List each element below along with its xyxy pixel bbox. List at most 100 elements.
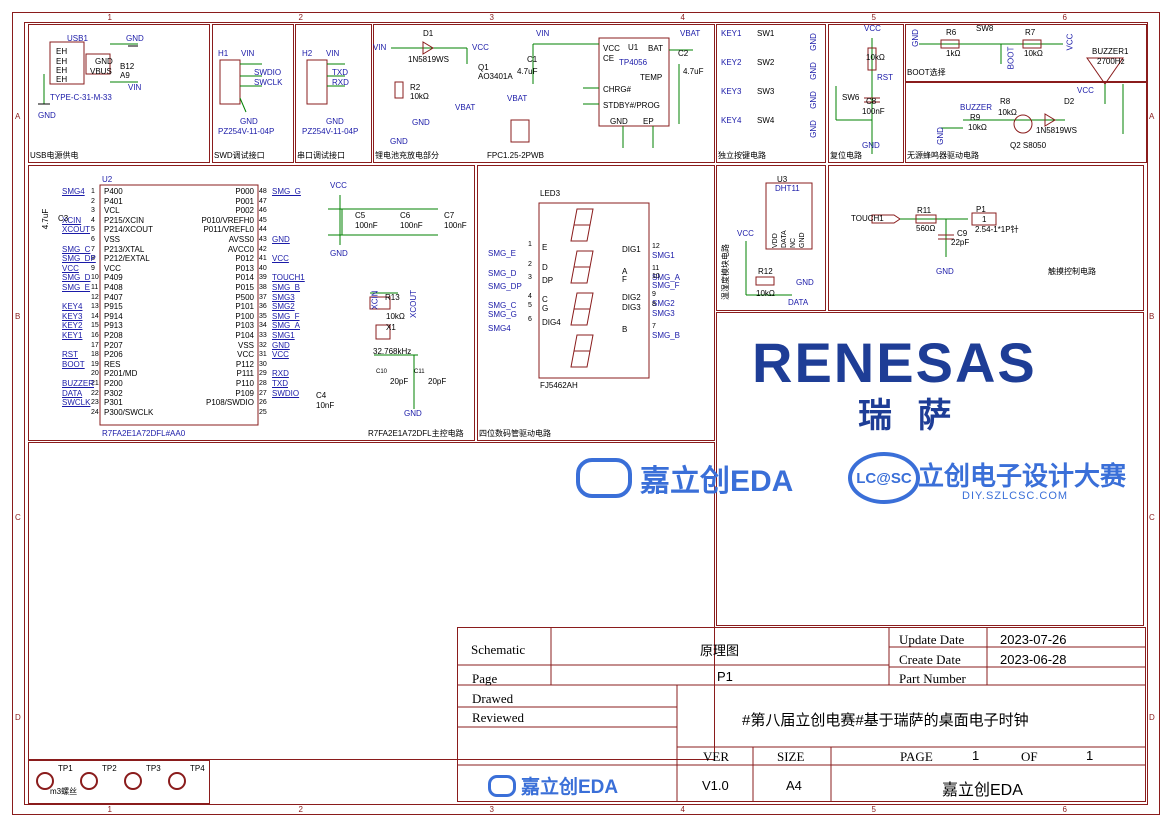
u1-pin-ce: CE — [603, 54, 615, 63]
u1-pin-chrg: CHRG# — [603, 85, 632, 94]
mcu-pin-number: 8 — [91, 255, 95, 263]
mcu-pin-name: VCC — [237, 350, 254, 360]
q1-ref: Q1 — [478, 63, 489, 72]
mcu-pin-net: SMG_E — [62, 283, 91, 292]
uart-part: PZ254V-11-04P — [302, 127, 359, 136]
mcu-pin-name: P014 — [235, 273, 254, 283]
mcu-pin-number: 38 — [259, 284, 267, 291]
sensor-pin: NC — [790, 237, 797, 248]
screw-icon — [124, 772, 142, 790]
r8-ref: R8 — [1000, 97, 1011, 106]
tb-part-label: Part Number — [899, 671, 966, 686]
ruler-col-bottom-1: 1 — [107, 805, 112, 814]
mcu-pin-name: P201/MD — [104, 369, 138, 379]
battery-schematic — [391, 37, 693, 148]
d1-ref: D1 — [423, 29, 434, 38]
mcu-pin-number: 36 — [259, 303, 267, 311]
block-usb — [28, 24, 210, 163]
mcu-pin-number: 17 — [91, 341, 99, 349]
ruler-col-bottom-4: 4 — [680, 805, 685, 814]
c10-ref: C10 — [376, 369, 388, 375]
display-pin-name: D — [542, 263, 548, 272]
r2-ref: R2 — [410, 83, 421, 92]
u1-pin-gnd: GND — [610, 117, 628, 126]
mcu-pin-name: P109 — [235, 388, 254, 398]
tb-reviewed-label: Reviewed — [472, 710, 524, 725]
mcu-pin-name: P103 — [235, 321, 254, 331]
usb-a9-pin: A9 — [120, 71, 130, 80]
mcu-pin-net: SMG_C — [62, 244, 91, 254]
mcu-pin-name: P302 — [104, 388, 123, 398]
battery-title: 锂电池充放电部分 — [375, 151, 439, 160]
lcsc-logo: LC@SC — [848, 452, 920, 504]
mcu-pin-name: P407 — [104, 292, 123, 302]
mcu-pin-name: P301 — [104, 398, 123, 408]
mcu-pin-net: RXD — [272, 369, 289, 379]
mcu-pin-name: P108/SWDIO — [205, 398, 254, 408]
testpoint-ref: TP2 — [102, 764, 117, 773]
r11-ref: R11 — [917, 206, 932, 215]
key-gnd: GND — [808, 91, 818, 109]
bat-net-vin: VIN — [373, 43, 387, 52]
sheet-inner-border — [24, 22, 1148, 805]
mcu-pin-number: 37 — [259, 293, 267, 301]
mcu-pin-net: SMG3 — [272, 292, 295, 302]
buzzer-value: 2700Hz — [1097, 57, 1125, 66]
touch-net: TOUCH1 — [851, 214, 884, 223]
c6-ref: C6 — [400, 211, 411, 220]
mcu-pin-number: 23 — [91, 399, 99, 407]
c11-ref: C11 — [414, 369, 425, 375]
mcu-pin-number: 22 — [91, 389, 99, 397]
tb-cloud-icon — [488, 774, 516, 797]
seven-segment-digit — [570, 334, 594, 368]
mcu-pin-name: P913 — [104, 321, 123, 331]
mcu-pin-number: 1 — [91, 188, 95, 195]
r11-value: 560Ω — [916, 224, 936, 233]
usb-pin-eh1: EH — [56, 47, 68, 56]
mcu-pin-name: P914 — [104, 311, 123, 321]
c1-ref: C1 — [527, 55, 538, 64]
mcu-net-xcout: XCOUT — [409, 290, 418, 318]
ruler-col-bottom-5: 5 — [871, 805, 876, 814]
mcu-pin-number: 39 — [259, 274, 267, 282]
block-sensor — [716, 165, 826, 311]
c10-value: 20pF — [390, 377, 409, 386]
mcu-pin-net: SMG_B — [272, 283, 301, 292]
uart-title: 串口调试接口 — [297, 151, 345, 160]
key-switch-ref: SW1 — [757, 29, 775, 38]
mcu-pin-net: XCIN — [62, 215, 82, 225]
block-boot — [905, 24, 1147, 82]
ruler-col-3: 3 — [489, 13, 494, 22]
boot-schematic — [919, 39, 1063, 64]
swd-net-vin: VIN — [241, 49, 255, 58]
mcu-pin-number: 4 — [91, 216, 95, 224]
mcu-pin-net: VCC — [272, 254, 289, 264]
display-pin-number: 2 — [528, 261, 532, 268]
mcu-pin-name: P214/XCOUT — [104, 225, 153, 235]
ruler-col-5: 5 — [871, 13, 876, 22]
display-pin-net: SMG3 — [652, 309, 675, 318]
q2-ref: Q2 — [1010, 141, 1021, 150]
usb-b12-pin: B12 — [120, 62, 135, 71]
r9-value: 10kΩ — [968, 123, 987, 132]
display-pin-name: G — [542, 304, 549, 313]
mcu-pin-name: P207 — [104, 340, 123, 350]
mcu-pin-name: P101 — [235, 302, 254, 312]
tb-project-title: #第八届立创电赛#基于瑞萨的桌面电子时钟 — [742, 712, 1029, 729]
tb-schematic-label: Schematic — [471, 642, 526, 657]
mcu-pin-name: P206 — [104, 350, 123, 360]
mcu-pin-name: AVSS0 — [228, 235, 254, 244]
ruler-row-D: D — [15, 712, 21, 722]
d1-value: 1N5819WS — [408, 55, 449, 64]
tb-page-label: Page — [472, 671, 498, 686]
block-swd — [212, 24, 294, 163]
touch-schematic — [871, 212, 997, 257]
mcu-pin-name: P213/XTAL — [104, 244, 145, 254]
mcu-pin-number: 3 — [91, 207, 95, 215]
mcu-pin-name: P111 — [236, 369, 255, 379]
c9-ref: C9 — [957, 229, 968, 238]
usb-ref: USB1 — [67, 34, 88, 43]
mcu-pin-number: 34 — [259, 322, 267, 330]
display-pin-number: 10 — [652, 273, 660, 280]
mcu-pin-number: 16 — [91, 332, 99, 339]
